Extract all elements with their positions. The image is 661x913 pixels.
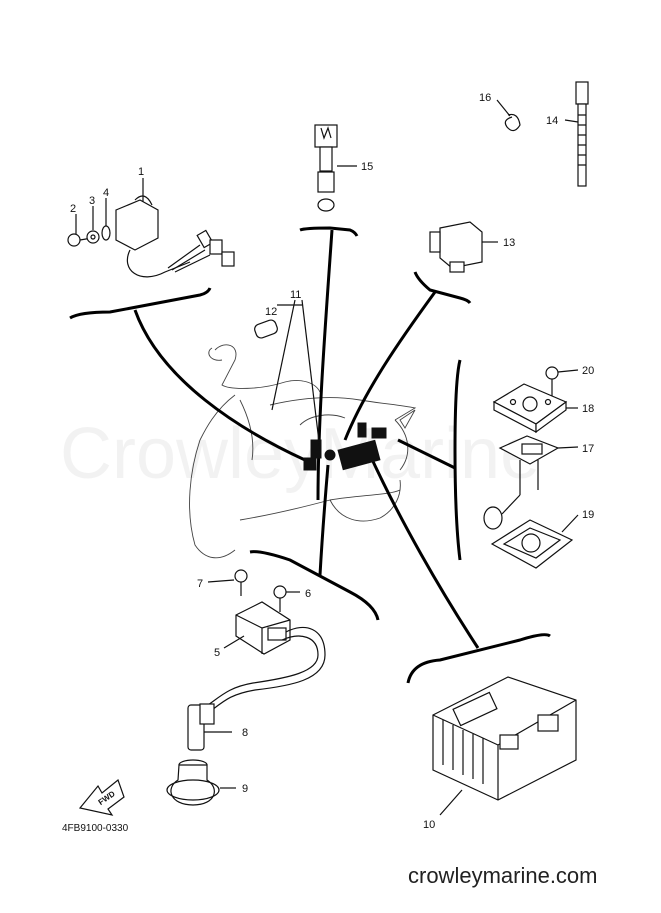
fwd-arrow-icon: FWD bbox=[78, 778, 125, 816]
callout-14: 14 bbox=[546, 115, 558, 127]
callout-17: 17 bbox=[582, 443, 594, 455]
central-components bbox=[303, 422, 387, 471]
callout-1: 1 bbox=[138, 166, 144, 178]
callout-numbers: 1 2 3 4 5 6 7 8 9 10 11 12 13 14 15 16 1… bbox=[70, 92, 594, 831]
callout-20: 20 bbox=[582, 365, 594, 377]
starter-plug bbox=[314, 124, 357, 212]
plug-cover bbox=[166, 759, 236, 806]
relay bbox=[429, 221, 498, 273]
fuel-sender bbox=[483, 366, 579, 569]
callout-15: 15 bbox=[361, 161, 373, 173]
callout-18: 18 bbox=[582, 403, 594, 415]
battery bbox=[432, 676, 577, 816]
scooter-outline bbox=[189, 344, 417, 559]
callout-3: 3 bbox=[89, 195, 95, 207]
callout-12: 12 bbox=[265, 306, 277, 318]
diagram-id: 4FB9100-0330 bbox=[62, 823, 129, 834]
fuse bbox=[254, 299, 321, 451]
callout-6: 6 bbox=[305, 588, 311, 600]
callout-2: 2 bbox=[70, 203, 76, 215]
callout-8: 8 bbox=[242, 727, 248, 739]
cable-tie bbox=[564, 81, 589, 187]
plug-cap bbox=[187, 703, 232, 751]
callout-13: 13 bbox=[503, 237, 515, 249]
callout-16: 16 bbox=[479, 92, 491, 104]
callout-11: 11 bbox=[290, 289, 301, 301]
cdi-unit bbox=[67, 178, 235, 278]
callout-19: 19 bbox=[582, 509, 594, 521]
callout-10: 10 bbox=[423, 819, 435, 831]
ignition-coil bbox=[207, 569, 326, 711]
footer-site: crowleymarine.com bbox=[408, 863, 598, 888]
leader-lines bbox=[69, 226, 551, 684]
watermark-text: CrowleyMarine bbox=[60, 414, 540, 494]
callout-5: 5 bbox=[214, 647, 220, 659]
callout-7: 7 bbox=[197, 578, 203, 590]
clip bbox=[496, 99, 521, 132]
callout-9: 9 bbox=[242, 783, 248, 795]
callout-4: 4 bbox=[103, 187, 109, 199]
